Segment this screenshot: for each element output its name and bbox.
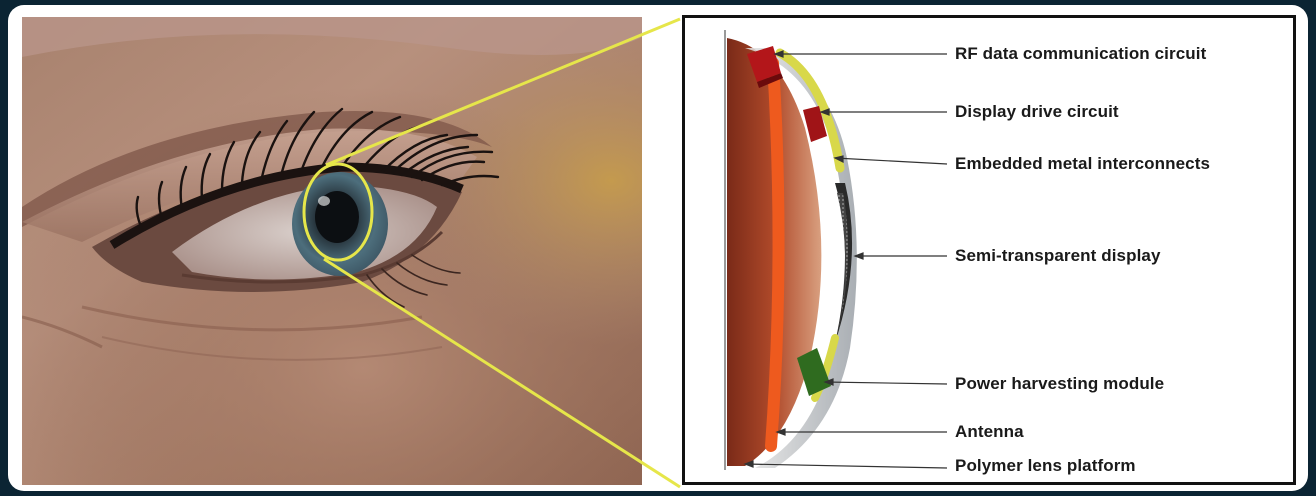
label-polymer-lens-platform: Polymer lens platform — [955, 456, 1136, 476]
label-semi-transparent-display: Semi-transparent display — [955, 246, 1161, 266]
label-power-harvesting-module: Power harvesting module — [955, 374, 1164, 394]
eye-photo — [22, 17, 642, 485]
slide-card: RF data communication circuit Display dr… — [8, 5, 1308, 491]
label-antenna: Antenna — [955, 422, 1024, 442]
label-metal-interconnects: Embedded metal interconnects — [955, 154, 1210, 174]
label-display-drive-circuit: Display drive circuit — [955, 102, 1119, 122]
eye-photo-illustration — [22, 17, 642, 485]
lens-diagram-panel: RF data communication circuit Display dr… — [682, 15, 1296, 485]
label-rf-circuit: RF data communication circuit — [955, 44, 1206, 64]
